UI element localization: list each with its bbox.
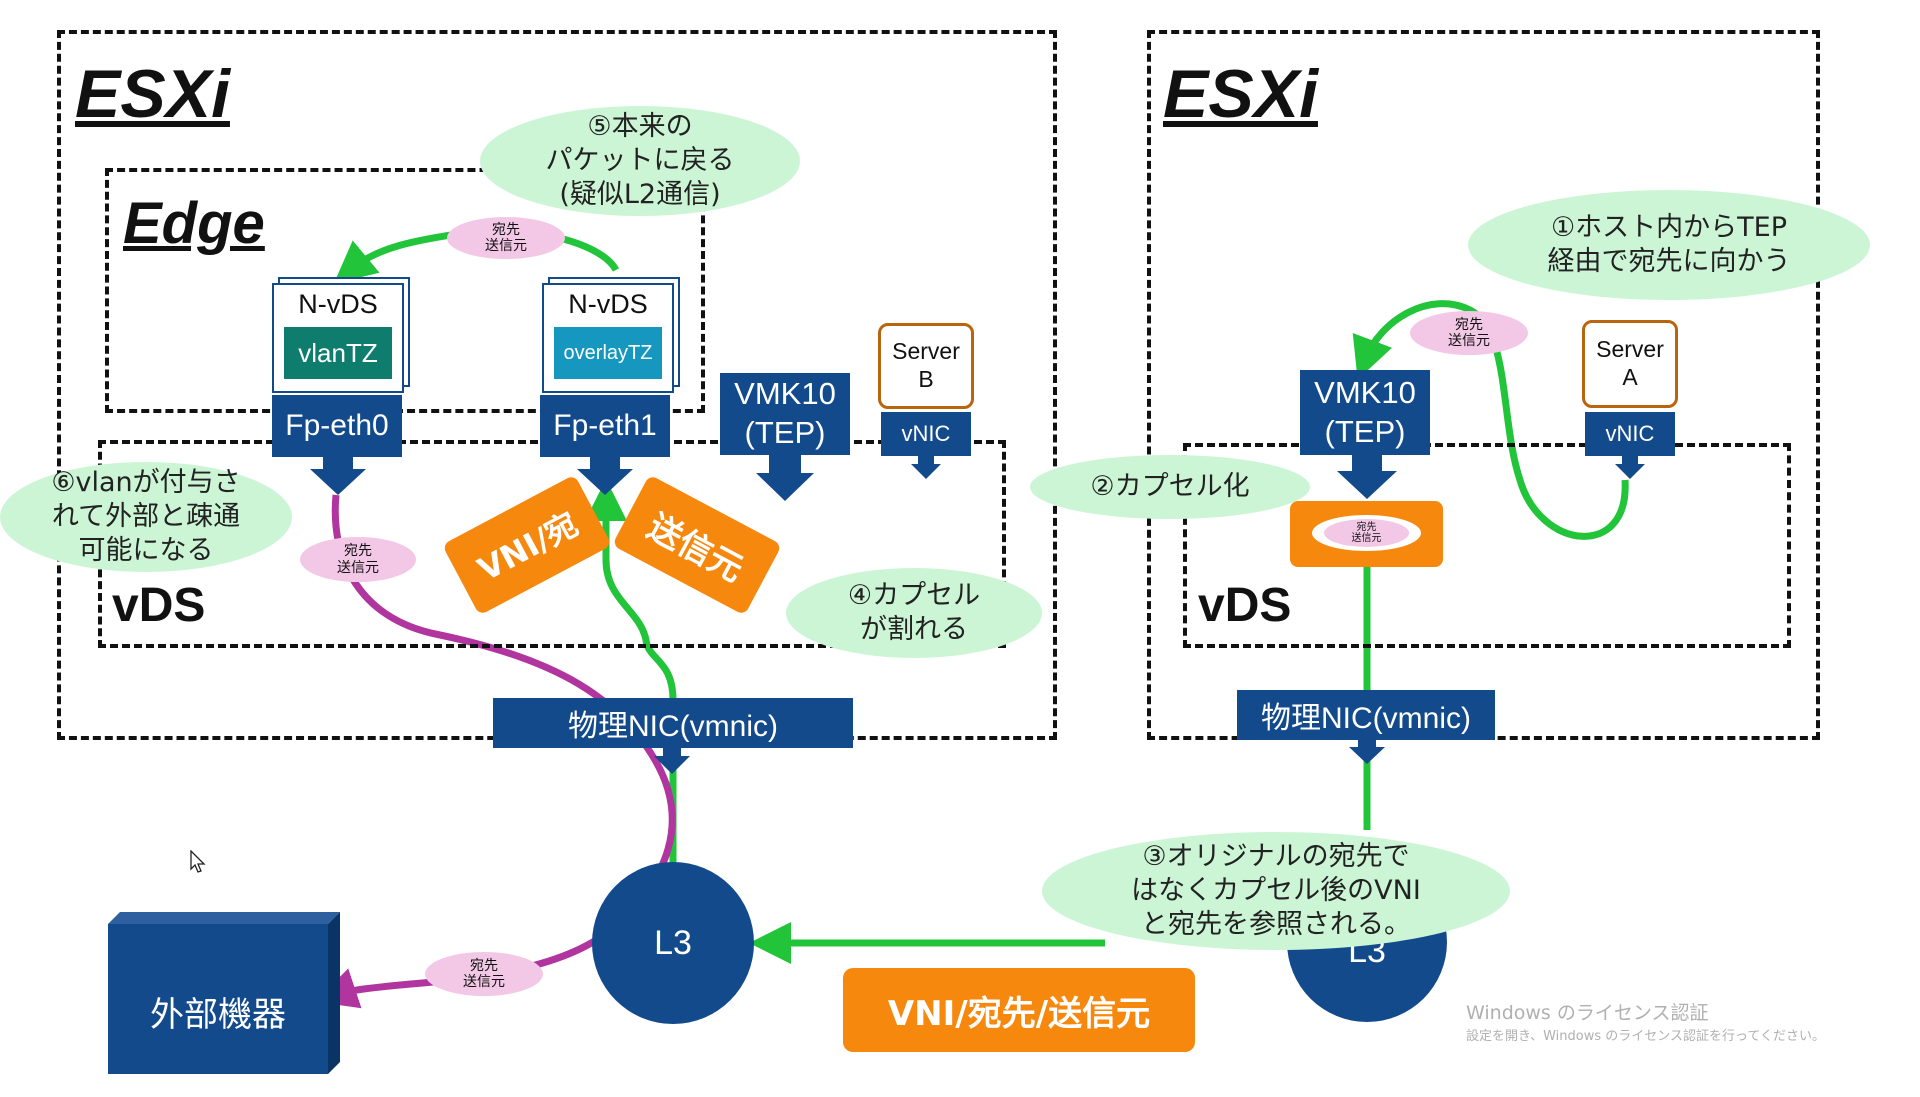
edge-tag-dst: 宛先: [492, 221, 520, 238]
bubble-step2: ②カプセル化: [1030, 455, 1310, 519]
external-device-box: [108, 912, 340, 1074]
right-esxi-label: ESXi: [1163, 56, 1318, 132]
bottom-packet: VNI/宛先/送信元: [843, 968, 1195, 1052]
bubble-step3: ③オリジナルの宛先で はなくカプセル後のVNI と宛先を参照される。: [1042, 832, 1510, 950]
packet-tag-server-a: 宛先 送信元: [1410, 311, 1528, 355]
bubble3-line2: はなくカプセル後のVNI: [1131, 875, 1421, 907]
packet-tag-external: 宛先 送信元: [425, 952, 543, 996]
server-a-vnic-arrow: [1615, 455, 1645, 479]
fp-eth0-port: Fp-eth0: [272, 395, 402, 457]
bubble6-line1: ⑥vlanが付与さ: [51, 467, 241, 499]
packet-tag-edge: 宛先 送信元: [447, 217, 565, 259]
server-a-tag-src: 送信元: [1448, 333, 1490, 349]
bubble2-line1: ②カプセル化: [1090, 471, 1250, 503]
nvds-vlan-card: N-vDS vlanTZ: [272, 283, 404, 393]
server-a: Server A: [1582, 320, 1678, 408]
nvds-overlay-title: N-vDS: [568, 289, 648, 319]
bubble1-line2: 経由で宛先に向かう: [1547, 246, 1791, 277]
left-physical-nic: 物理NIC(vmnic): [493, 698, 853, 748]
server-b-line1: Server: [892, 338, 960, 365]
bubble4-line2: が割れる: [860, 614, 968, 645]
encapsulated-tag-dst: 宛先: [1356, 521, 1377, 533]
activation-watermark-title: Windows のライセンス認証: [1466, 1002, 1709, 1024]
right-vmk10-line1: VMK10: [1314, 374, 1416, 410]
overlaytz-box: overlayTZ: [554, 327, 662, 379]
right-pnic-arrow: [1349, 738, 1385, 764]
flow-fpeth0-to-external: [315, 494, 676, 1009]
left-vmk10-line1: VMK10: [734, 376, 836, 412]
left-vds-label: vDS: [112, 579, 206, 632]
external-tag-dst: 宛先: [470, 957, 498, 974]
server-a-vnic: vNIC: [1585, 412, 1675, 456]
bubble3-line1: ③オリジナルの宛先で: [1142, 841, 1410, 873]
nvds-overlay-card: N-vDS overlayTZ: [542, 283, 674, 393]
bubble-step1: ①ホスト内からTEP 経由で宛先に向かう: [1468, 190, 1870, 300]
bubble6-line3: 可能になる: [78, 534, 214, 566]
nvds-vlan-title: N-vDS: [298, 289, 378, 319]
bubble-step6: ⑥vlanが付与さ れて外部と疎通 可能になる: [0, 462, 292, 572]
right-physical-nic: 物理NIC(vmnic): [1237, 690, 1495, 740]
bubble5-line3: (疑似L2通信): [559, 178, 721, 210]
flow-l3-to-fpeth1: [585, 479, 677, 865]
bubble5-line2: パケットに戻る: [545, 145, 735, 177]
edge-label: Edge: [123, 191, 265, 256]
packet-tag-vlan: 宛先 送信元: [300, 537, 416, 582]
server-b-line2: B: [918, 366, 934, 392]
vlan-tag-dst: 宛先: [344, 543, 372, 560]
server-a-tag-dst: 宛先: [1455, 316, 1483, 333]
bubble4-line1: ④カプセル: [847, 580, 981, 612]
bubble3-line3: と宛先を参照される。: [1141, 908, 1411, 940]
server-b-vnic: vNIC: [881, 412, 971, 456]
bubble6-line2: れて外部と疎通: [51, 501, 241, 533]
flow-server-a-to-vmk: [1352, 300, 1629, 540]
edge-tag-src: 送信元: [485, 238, 527, 254]
right-vds-frame: [1183, 443, 1791, 648]
left-vmk10-tep: VMK10 (TEP): [720, 373, 850, 455]
bubble-step5: ⑤本来の パケットに戻る (疑似L2通信): [480, 106, 800, 216]
server-b-vnic-arrow: [911, 455, 941, 479]
fp-eth1-port: Fp-eth1: [540, 395, 670, 457]
edge-frame: [105, 168, 705, 413]
fp-eth1-arrow: [577, 455, 633, 495]
mouse-cursor-icon: [190, 850, 206, 873]
left-l3-router: L3: [592, 862, 754, 1024]
external-device-label: 外部機器: [150, 995, 286, 1035]
right-vmk10-line2: (TEP): [1324, 413, 1406, 449]
right-vmk10-arrow: [1337, 453, 1397, 499]
vlantz-box: vlanTZ: [284, 327, 392, 379]
server-a-line1: Server: [1596, 336, 1664, 363]
bubble5-line1: ⑤本来の: [587, 111, 693, 143]
left-vmk10-line2: (TEP): [744, 415, 826, 450]
left-vmk10-arrow: [756, 453, 814, 501]
server-b: Server B: [878, 323, 974, 409]
bubble-step4: ④カプセル が割れる: [786, 568, 1042, 658]
left-pnic-arrow: [654, 746, 690, 774]
encapsulated-tag-src: 送信元: [1351, 533, 1382, 544]
server-a-line2: A: [1622, 364, 1638, 390]
external-tag-src: 送信元: [463, 974, 505, 990]
right-vmk10-tep: VMK10 (TEP): [1300, 370, 1430, 455]
bubble1-line1: ①ホスト内からTEP: [1550, 212, 1788, 244]
encapsulated-packet: 宛先 送信元: [1290, 501, 1443, 567]
right-vds-label: vDS: [1198, 579, 1292, 632]
activation-watermark-subtitle: 設定を開き、Windows のライセンス認証を行ってください。: [1466, 1029, 1825, 1044]
vlan-tag-src: 送信元: [337, 559, 379, 576]
left-esxi-label: ESXi: [75, 56, 230, 132]
fp-eth0-arrow: [310, 455, 366, 495]
encapsulated-inner-tag: 宛先 送信元: [1324, 519, 1409, 547]
